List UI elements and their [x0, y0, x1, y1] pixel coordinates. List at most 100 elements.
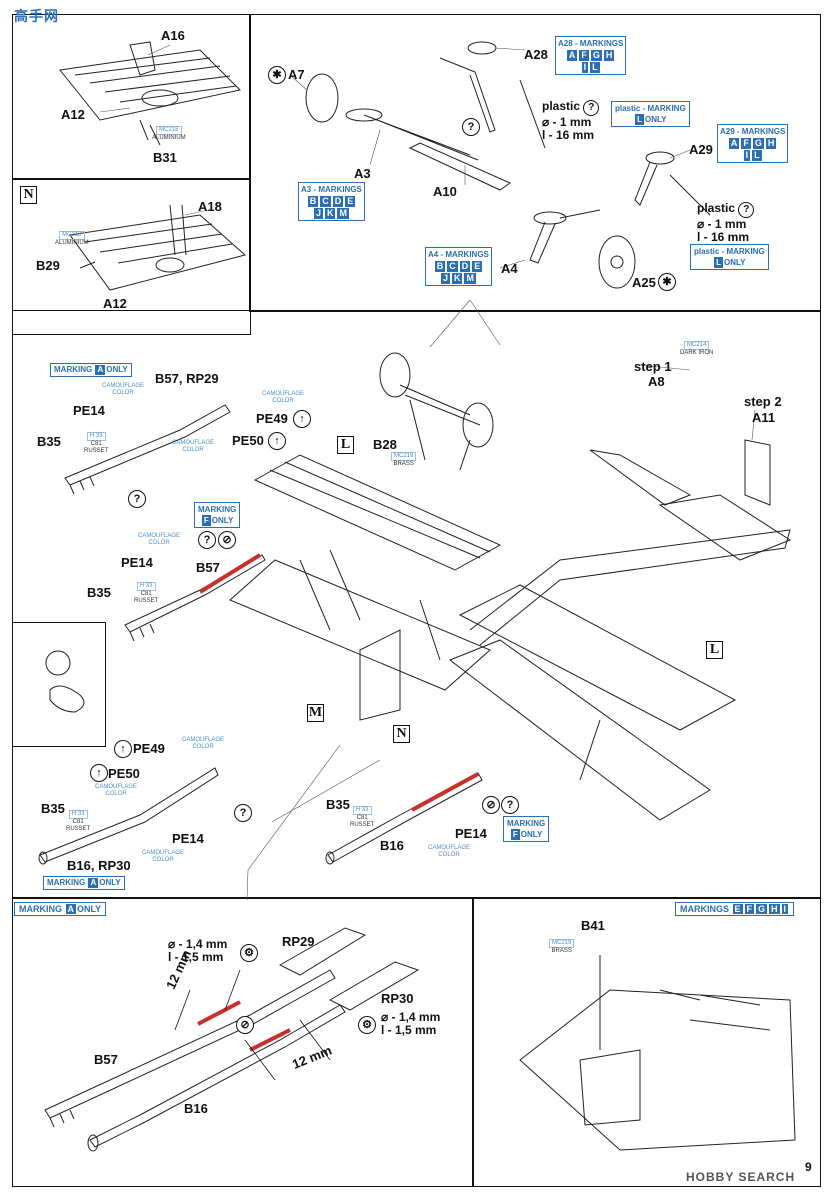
plastic-title: plastic [542, 99, 581, 113]
color-name: ALUMINIUM [152, 135, 186, 141]
section-letter-m: M [307, 704, 324, 722]
part-label-pe14-b: PE14 [121, 555, 153, 570]
section-letter-l-top: L [337, 436, 354, 454]
marking-letter: F [579, 50, 589, 61]
part-label-pe49-b: PE49 [133, 741, 165, 756]
camo-note-8: CAMOUFLAGE COLOR [427, 845, 470, 858]
question-icon: ? [738, 202, 755, 218]
step-label-1: step 1 [634, 359, 672, 374]
camo-note-1: CAMOUFLAGE COLOR [101, 383, 144, 396]
marking-letter: M [464, 273, 476, 284]
question-icon: ? [198, 531, 216, 549]
marking-letter: F [201, 515, 211, 526]
arrow-up-icon: ↑ [293, 410, 311, 428]
color-note-aluminium-1: MC218 ALUMINIUM [152, 126, 186, 142]
marking-letter: H [769, 904, 780, 914]
rp29-diameter: ⌀ - 1,4 mm [168, 937, 228, 951]
part-label-pe50-b: PE50 [108, 766, 140, 781]
camo-note-4: CAMOUFLAGE COLOR [137, 533, 180, 546]
rp29-length: l - 1,5 mm [168, 950, 224, 964]
color-name: BRASS [393, 461, 414, 467]
marking-suffix: ONLY [724, 258, 746, 267]
marking-suffix: ONLY [77, 904, 102, 914]
marking-letter: E [345, 196, 356, 207]
color-name: RUSSET [350, 822, 375, 828]
camo-note-6: CAMOUFLAGE COLOR [94, 784, 137, 797]
marking-letter: L [714, 257, 724, 268]
panel-a18-detail [12, 178, 251, 335]
color-note-russet-c: H 33 C81 RUSSET [66, 810, 90, 833]
dimension-rp29: ⌀ - 1,4 mm l - 1,5 mm [168, 938, 227, 964]
question-icon: ? [501, 796, 519, 814]
plastic-length: l - 16 mm [697, 230, 750, 244]
part-label-rp30: RP30 [381, 991, 414, 1006]
part-label-b35-a: B35 [37, 434, 61, 449]
color-code-c81: C81 [90, 441, 102, 447]
section-letter-n-panel: N [20, 186, 37, 204]
color-note-brass-2: MC219 BRASS [549, 939, 575, 955]
part-label-b29: B29 [36, 258, 60, 273]
camo-note-2: CAMOUFLAGE COLOR [261, 391, 304, 404]
marking-letter: F [510, 829, 520, 840]
marking-letter: M [337, 208, 349, 219]
marking-prefix: MARKING [19, 904, 62, 914]
marking-letter: F [741, 138, 751, 149]
marking-letter: A [65, 904, 77, 914]
watermark-top-left: 高手网 [14, 8, 59, 24]
drill-icon: ⚙ [240, 944, 258, 962]
color-note-brass-1: MC219 BRASS [391, 452, 417, 468]
marking-suffix: ONLY [520, 830, 543, 839]
part-label-a3: A3 [354, 166, 371, 181]
panel-rp-detail [12, 897, 474, 1187]
marking-letter: D [459, 261, 471, 272]
marking-letter: E [472, 261, 483, 272]
marking-letter: K [451, 273, 463, 284]
plastic-note-1: plastic ? ⌀ - 1 mm l - 16 mm [542, 99, 600, 142]
question-icon: ? [462, 118, 480, 136]
part-label-a18: A18 [198, 199, 222, 214]
part-label-a28: A28 [524, 47, 548, 62]
marking-letter: L [752, 150, 762, 161]
marking-prefix: MARKING [54, 365, 93, 374]
part-label-b16-d: B16 [380, 838, 404, 853]
color-code-c81: C81 [72, 819, 84, 825]
marking-letter: C [320, 196, 331, 207]
part-label-b16-e: B16 [184, 1101, 208, 1116]
part-label-pe50-a: PE50 [232, 433, 264, 448]
part-label-b16-rp30: B16, RP30 [67, 858, 131, 873]
part-label-a16: A16 [161, 28, 185, 43]
color-code: MC219 [549, 939, 575, 948]
marking-letter: H [603, 50, 615, 61]
section-letter-l-right: L [706, 641, 723, 659]
part-label-b57-b: B57 [196, 560, 220, 575]
part-label-a11: A11 [752, 410, 776, 425]
part-label-b35-d: B35 [326, 797, 350, 812]
plastic-title: plastic [697, 201, 736, 215]
part-label-a4: A4 [501, 261, 518, 276]
rp30-length: l - 1,5 mm [381, 1023, 437, 1037]
camo-note-5: CAMOUFLAGE COLOR [181, 737, 224, 750]
question-icon: ? [583, 100, 600, 116]
part-label-b31: B31 [153, 150, 177, 165]
marking-letter: I [581, 62, 589, 73]
panel-landing-gear [249, 14, 821, 312]
part-label-a7: A7 [288, 67, 305, 82]
marking-prefix: MARKING [47, 878, 86, 887]
marking-letter: E [732, 904, 743, 914]
part-label-a25: A25 [632, 275, 656, 290]
part-label-b35-c: B35 [41, 801, 65, 816]
marking-letter: L [590, 62, 600, 73]
cut-icon: ⊘ [236, 1016, 254, 1034]
color-name: RUSSET [84, 448, 109, 454]
marking-suffix: ONLY [99, 878, 121, 887]
color-name: RUSSET [66, 826, 91, 832]
marking-letter: G [590, 50, 602, 61]
star-icon: ✱ [268, 66, 286, 84]
part-label-b41: B41 [581, 918, 605, 933]
marking-letter: K [324, 208, 336, 219]
part-label-a12-b: A12 [103, 296, 127, 311]
part-label-a8: A8 [648, 374, 665, 389]
